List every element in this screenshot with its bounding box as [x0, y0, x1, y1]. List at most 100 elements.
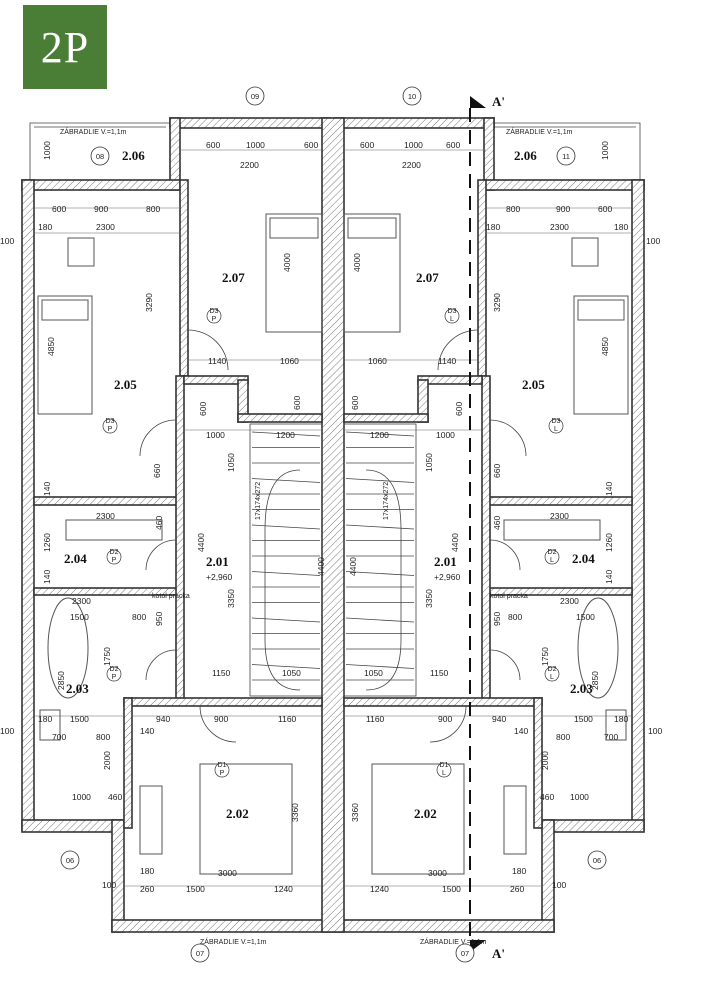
- room-label-203-left: 2.03: [66, 681, 89, 696]
- svg-text:1500: 1500: [70, 714, 89, 724]
- svg-text:1200: 1200: [276, 430, 295, 440]
- svg-text:140: 140: [42, 482, 52, 496]
- svg-text:800: 800: [506, 204, 520, 214]
- axis-tag-11: 11: [556, 146, 576, 166]
- svg-text:180: 180: [512, 866, 526, 876]
- svg-text:100: 100: [648, 726, 662, 736]
- svg-text:L: L: [442, 770, 446, 777]
- stair-tread: [345, 431, 415, 437]
- svg-text:4400: 4400: [450, 533, 460, 552]
- axis-tag-07-left: 07: [190, 943, 210, 963]
- svg-text:600: 600: [598, 204, 612, 214]
- door-tag-d3-right-lower: D3 L: [548, 418, 564, 434]
- svg-text:3000: 3000: [218, 868, 237, 878]
- svg-text:140: 140: [604, 570, 614, 584]
- room-label-204-left: 2.04: [64, 551, 87, 566]
- parapet-note-bottom-left: ZÁBRADLIE V.=1,1m: [200, 937, 267, 946]
- svg-text:3350: 3350: [226, 589, 236, 608]
- svg-text:950: 950: [154, 612, 164, 626]
- section-line: [469, 96, 486, 952]
- svg-text:1000: 1000: [206, 430, 225, 440]
- svg-text:940: 940: [492, 714, 506, 724]
- svg-text:1140: 1140: [208, 356, 227, 366]
- level-201-left: +2,960: [206, 572, 233, 582]
- stair-note-right: 17x174x272: [383, 482, 390, 520]
- room-label-202-left: 2.02: [226, 806, 249, 821]
- svg-text:260: 260: [510, 884, 524, 894]
- svg-text:900: 900: [214, 714, 228, 724]
- kotol-note-left: kotol pracka: [152, 593, 190, 600]
- stair-tread: [345, 524, 415, 530]
- svg-text:2850: 2850: [590, 671, 600, 690]
- door-tag-d1-right: D1 L: [436, 762, 452, 778]
- svg-text:1500: 1500: [186, 884, 205, 894]
- svg-text:800: 800: [508, 612, 522, 622]
- room-label-201-right: 2.01: [434, 554, 457, 569]
- svg-text:4400: 4400: [316, 557, 326, 576]
- svg-text:2000: 2000: [102, 751, 112, 770]
- svg-text:1050: 1050: [424, 453, 434, 472]
- svg-text:800: 800: [556, 732, 570, 742]
- svg-text:700: 700: [604, 732, 618, 742]
- svg-text:140: 140: [514, 726, 528, 736]
- svg-text:1000: 1000: [246, 140, 265, 150]
- room-label-205-left: 2.05: [114, 377, 137, 392]
- kotol-note-right: kotol pracka: [490, 593, 528, 600]
- axis-tag-06-right: 06: [587, 850, 607, 870]
- svg-text:D2: D2: [548, 549, 557, 556]
- svg-text:D1: D1: [218, 762, 227, 769]
- room-label-205-right: 2.05: [522, 377, 545, 392]
- parapet-note-right: ZÁBRADLIE V.=1,1m: [506, 127, 573, 136]
- svg-text:L: L: [550, 674, 554, 681]
- svg-text:1000: 1000: [72, 792, 91, 802]
- svg-text:P: P: [212, 316, 217, 323]
- svg-text:1060: 1060: [280, 356, 299, 366]
- svg-text:600: 600: [454, 402, 464, 416]
- svg-text:3290: 3290: [492, 293, 502, 312]
- svg-text:2300: 2300: [96, 511, 115, 521]
- svg-text:1050: 1050: [364, 668, 383, 678]
- door-tag-d2-right-lower: D2 L: [544, 666, 560, 682]
- dimension-lines: [34, 149, 632, 887]
- svg-text:260: 260: [140, 884, 154, 894]
- svg-text:1000: 1000: [42, 141, 52, 160]
- svg-text:800: 800: [132, 612, 146, 622]
- svg-text:1500: 1500: [442, 884, 461, 894]
- svg-text:800: 800: [146, 204, 160, 214]
- svg-text:2300: 2300: [550, 222, 569, 232]
- parapet-note-bottom-right: ZÁBRADLIE V.=1,1m: [420, 937, 487, 946]
- stair-note-left: 17x174x272: [255, 482, 262, 520]
- door-tag-d2-right-upper: D2 L: [544, 549, 560, 565]
- svg-text:100: 100: [552, 880, 566, 890]
- svg-text:140: 140: [604, 482, 614, 496]
- stair-left: [249, 423, 323, 697]
- svg-text:4400: 4400: [348, 557, 358, 576]
- svg-text:1060: 1060: [368, 356, 387, 366]
- svg-text:900: 900: [556, 204, 570, 214]
- svg-text:100: 100: [0, 726, 14, 736]
- door-tag-d3-right-upper: D3 L: [444, 308, 460, 324]
- svg-text:1050: 1050: [226, 453, 236, 472]
- svg-text:1260: 1260: [42, 533, 52, 552]
- svg-text:3000: 3000: [428, 868, 447, 878]
- svg-text:600: 600: [446, 140, 460, 150]
- svg-text:1000: 1000: [600, 141, 610, 160]
- svg-text:D2: D2: [548, 666, 557, 673]
- axis-tag-09: 09: [245, 86, 265, 106]
- svg-text:600: 600: [292, 396, 302, 410]
- svg-text:D1: D1: [440, 762, 449, 769]
- svg-text:3290: 3290: [144, 293, 154, 312]
- svg-text:L: L: [450, 316, 454, 323]
- svg-text:2300: 2300: [560, 596, 579, 606]
- stair-tread: [345, 478, 415, 483]
- svg-text:P: P: [108, 426, 113, 433]
- svg-text:140: 140: [42, 570, 52, 584]
- svg-text:1000: 1000: [570, 792, 589, 802]
- svg-text:180: 180: [614, 714, 628, 724]
- svg-text:3360: 3360: [290, 803, 300, 822]
- axis-tag-07-right: 07: [455, 943, 475, 963]
- svg-text:P: P: [112, 557, 117, 564]
- svg-text:D2: D2: [110, 549, 119, 556]
- interior-walls: [33, 179, 633, 829]
